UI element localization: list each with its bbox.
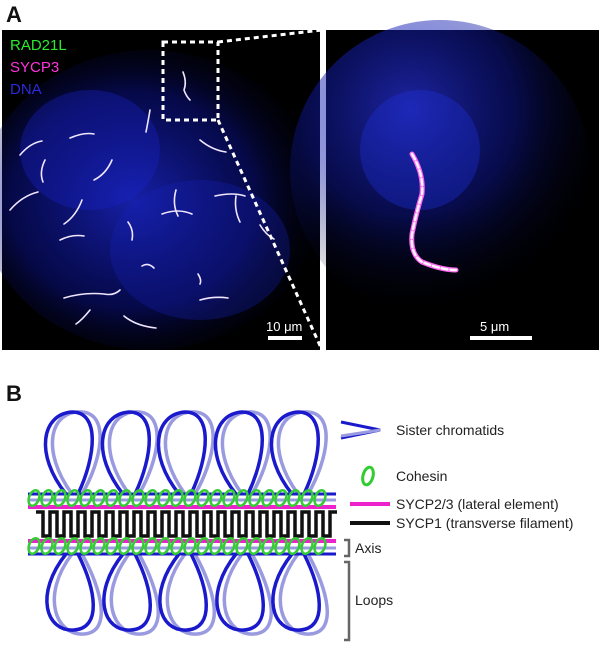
cohesin-ring [235,537,249,555]
cohesin-ring [92,489,106,507]
loop-dark [215,552,265,632]
cohesin-ring [105,489,119,507]
cohesin-ring [118,489,132,507]
cohesin-ring [105,537,119,555]
cohesin-ring [40,537,54,555]
loop-light [50,410,102,496]
channel-label-rad21l: RAD21L [10,37,67,54]
cohesin-ring [144,537,158,555]
panel-a-letter: A [6,2,22,27]
cohesin-ring [287,489,301,507]
cohesin-ring [157,537,171,555]
cohesin-ring [183,537,197,555]
cohesin-ring [274,537,288,555]
legend-axis: Axis [355,540,381,556]
cohesin-ring [209,537,223,555]
loop-light [109,552,161,636]
cohesin-ring [27,489,41,507]
legend-cohesin: Cohesin [396,468,447,484]
cohesin-ring [235,489,249,507]
cohesin-ring [53,537,67,555]
synaptonemal-strands [9,71,275,329]
loop-light [163,410,215,496]
cohesin-ring [79,537,93,555]
loop-light [107,410,159,496]
loop-dark [213,410,264,496]
loop-dark [269,410,320,496]
cohesin-ring [131,489,145,507]
micrograph-right: 5 μm [290,20,599,350]
loop-dark [271,552,321,632]
scale-label-right: 5 μm [480,319,509,334]
cohesin-ring [196,489,210,507]
cohesin-ring [248,489,262,507]
cohesin-ring [131,537,145,555]
chromosome-schematic [27,410,337,636]
channel-label-sycp3: SYCP3 [10,59,59,76]
loops-bracket [344,560,351,642]
cohesin-ring [196,537,210,555]
cohesin-ring [222,537,236,555]
cohesin-ring [79,489,93,507]
cohesin-icon [361,465,375,487]
legend-loops: Loops [355,592,393,608]
loop-light [165,552,217,636]
cohesin-ring [40,489,54,507]
scale-label-left: 10 μm [266,319,302,334]
loop-light [278,552,330,636]
cohesin-ring [92,537,106,555]
panel-b-letter: B [6,381,22,406]
cohesin-ring [287,537,301,555]
loop-dark [156,410,207,496]
inset-box [161,40,220,122]
loop-dark [158,552,208,632]
legend-sycp23: SYCP2/3 (lateral element) [396,496,559,512]
schematic-legend: Sister chromatids Cohesin SYCP2/3 (later… [340,420,573,642]
loop-dark [45,552,95,632]
loop-dark [100,410,151,496]
cohesin-ring [27,537,41,555]
cohesin-ring [170,489,184,507]
cohesin-rings-bottom [27,537,327,555]
loop-light [52,552,104,636]
cohesin-ring [313,489,327,507]
cohesin-ring [183,489,197,507]
cohesin-ring [209,489,223,507]
loop-light [222,552,274,636]
loop-light [220,410,272,496]
cohesin-ring [261,489,275,507]
cohesin-rings-top [27,489,327,507]
loop-light [276,410,328,496]
axis-bracket [344,538,351,558]
cohesin-ring [66,489,80,507]
cohesin-ring [300,489,314,507]
loop-dark [43,410,94,496]
micrograph-left: 10 μm RAD21L SYCP3 DNA [0,30,320,350]
cohesin-ring [118,537,132,555]
cohesin-ring [66,537,80,555]
cohesin-ring [248,537,262,555]
legend-sycp1: SYCP1 (transverse filament) [396,515,573,531]
zoom-line-bottom [216,119,324,351]
cohesin-ring [53,489,67,507]
lower-loops [45,552,330,636]
cohesin-ring [274,489,288,507]
cohesin-ring [144,489,158,507]
sycp1-filament [36,510,337,538]
loop-dark [102,552,152,632]
cohesin-ring [261,537,275,555]
cohesin-ring [313,537,327,555]
cohesin-ring [170,537,184,555]
cohesin-ring [157,489,171,507]
cohesin-ring [300,537,314,555]
legend-sister-chromatids: Sister chromatids [396,422,504,438]
cohesin-ring [222,489,236,507]
upper-loops [43,410,328,496]
channel-label-dna: DNA [10,81,42,98]
